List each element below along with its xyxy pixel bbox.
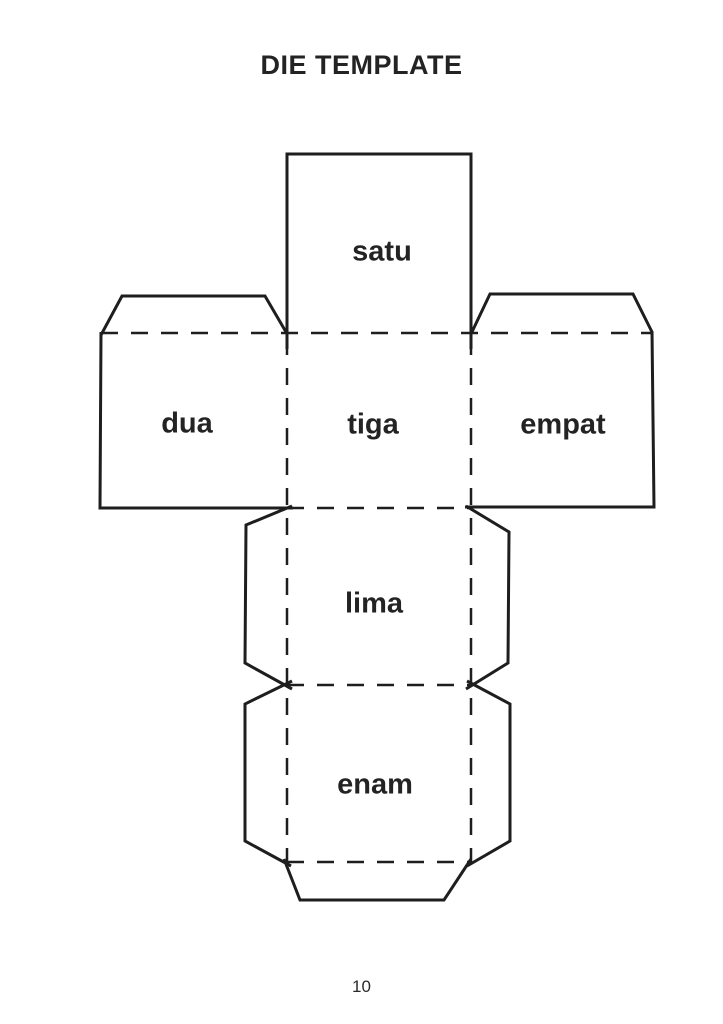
page-title: DIE TEMPLATE [260, 50, 463, 80]
face-label-enam: enam [337, 768, 413, 801]
face-label-lima: lima [344, 587, 404, 620]
cut-line-lima-right-tab [465, 504, 511, 691]
cut-line-dua-glue-tab [99, 294, 288, 336]
face-label-dua: dua [161, 407, 213, 440]
cut-line-enam-bottom-tab [282, 858, 473, 902]
cut-line-enam-right-tab [466, 679, 512, 868]
face-label-satu: satu [352, 235, 412, 268]
face-label-empat: empat [520, 408, 606, 441]
cut-line-empat-outline [465, 330, 656, 509]
page-number: 10 [352, 977, 371, 996]
cut-line-dua-outline [98, 331, 293, 510]
cut-line-satu-outline [285, 152, 473, 349]
face-label-tiga: tiga [347, 408, 399, 441]
cut-line-lima-left-tab [243, 504, 293, 691]
cut-line-enam-left-tab [243, 679, 293, 868]
cut-line-empat-glue-tab [469, 292, 654, 335]
